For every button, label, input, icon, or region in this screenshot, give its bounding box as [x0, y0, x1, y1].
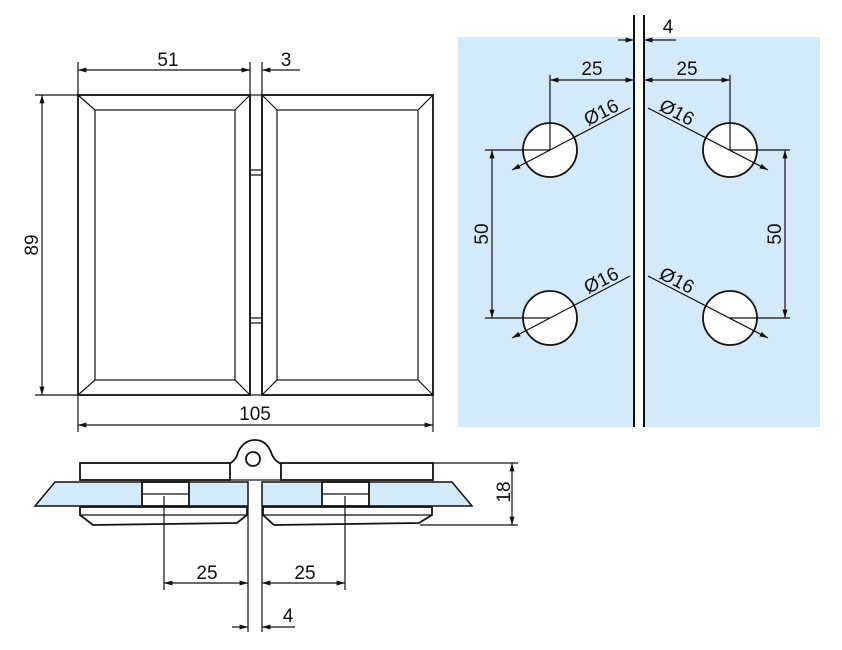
dim-section-offset-left: 25 — [196, 563, 217, 584]
dim-offset-left: 25 — [581, 59, 602, 80]
dim-plate-width: 51 — [157, 50, 178, 71]
dim-total-width: 105 — [239, 404, 271, 425]
dim-section-offset-right: 25 — [294, 563, 315, 584]
dim-height: 89 — [22, 234, 43, 255]
dim-offset-right: 25 — [676, 59, 697, 80]
dim-hole-spacing-right: 50 — [765, 223, 786, 244]
top-plate-left — [79, 462, 231, 481]
hinge-pin — [245, 451, 261, 467]
right-plate-bevel — [276, 109, 419, 381]
dim-glass-gap: 4 — [663, 17, 674, 38]
dim-section-gap: 4 — [283, 606, 294, 627]
bottom-plate-right — [262, 506, 433, 526]
dim-hole-spacing-left: 50 — [472, 223, 493, 244]
dim-thickness: 18 — [494, 481, 515, 502]
right-plate — [261, 94, 434, 396]
hinge-knuckle — [249, 94, 263, 396]
left-plate — [77, 94, 251, 396]
glass-view: 4 25 25 50 50 Ø16 Ø16 Ø16 Ø16 — [458, 15, 820, 427]
left-plate-bevel — [94, 109, 236, 381]
dim-hinge-gap: 3 — [281, 50, 292, 71]
top-plate-right — [280, 462, 434, 481]
front-view: 51 3 89 105 — [22, 50, 434, 432]
section-view: 18 25 25 4 — [33, 439, 518, 632]
